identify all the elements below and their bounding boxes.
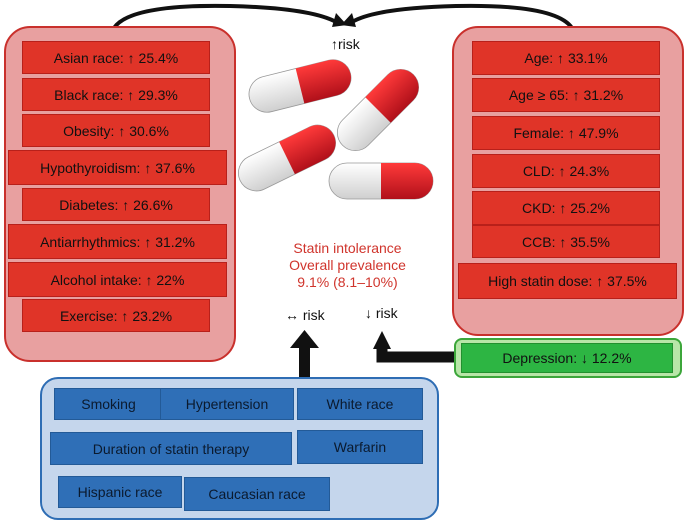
risk-factor-female: Female: ↑ 47.9% xyxy=(472,116,660,150)
risk-factor-antiarrhythmics: Antiarrhythmics: ↑ 31.2% xyxy=(8,224,227,259)
pill-icon xyxy=(328,162,434,200)
summary-title: Statin intolerance xyxy=(293,240,402,256)
summary-subtitle: Overall prevalence xyxy=(289,257,406,273)
elbow-arrow-icon xyxy=(373,331,454,363)
neutral-factor-duration-of-statin-therapy: Duration of statin therapy xyxy=(50,432,292,465)
summary-prevalence: 9.1% (8.1–10%) xyxy=(297,274,398,290)
neutral-risk-label: ↔ risk xyxy=(285,307,325,323)
statin-intolerance-summary: Statin intolerance Overall prevalence 9.… xyxy=(250,240,445,291)
neutral-factor-hypertension: Hypertension xyxy=(160,388,294,420)
risk-factor-diabetes: Diabetes: ↑ 26.6% xyxy=(22,188,210,221)
neutral-factor-white-race: White race xyxy=(297,388,423,420)
neutral-factor-smoking: Smoking xyxy=(54,388,163,420)
risk-factor-black-race: Black race: ↑ 29.3% xyxy=(22,78,210,111)
neutral-factor-warfarin: Warfarin xyxy=(297,430,423,464)
risk-factor-cld: CLD: ↑ 24.3% xyxy=(472,154,660,188)
neutral-factor-hispanic-race: Hispanic race xyxy=(58,476,182,508)
increase-risk-label: ↑risk xyxy=(331,36,360,52)
pill-icon xyxy=(336,68,420,152)
risk-factor-hypothyroidism: Hypothyroidism: ↑ 37.6% xyxy=(8,150,227,185)
risk-factor-age: Age: ↑ 33.1% xyxy=(472,41,660,75)
risk-factor-exercise: Exercise: ↑ 23.2% xyxy=(22,299,210,332)
risk-factor-asian-race: Asian race: ↑ 25.4% xyxy=(22,41,210,74)
decrease-risk-label: ↓ risk xyxy=(365,305,398,321)
curved-arrow-icon xyxy=(341,3,574,30)
risk-factor-depression: Depression: ↓ 12.2% xyxy=(461,343,673,373)
risk-factor-ckd: CKD: ↑ 25.2% xyxy=(472,191,660,225)
risk-factor-ccb: CCB: ↑ 35.5% xyxy=(472,225,660,258)
pill-icon xyxy=(248,59,352,113)
risk-factor-alcohol-intake: Alcohol intake: ↑ 22% xyxy=(8,262,227,297)
risk-factor-high-statin-dose: High statin dose: ↑ 37.5% xyxy=(458,263,677,299)
pill-icon xyxy=(238,124,336,192)
up-arrow-icon xyxy=(290,330,319,378)
curved-arrow-icon xyxy=(112,3,347,30)
risk-factor-age-over-65: Age ≥ 65: ↑ 31.2% xyxy=(472,78,660,112)
risk-factor-obesity: Obesity: ↑ 30.6% xyxy=(22,114,210,147)
neutral-factor-caucasian-race: Caucasian race xyxy=(184,477,330,511)
